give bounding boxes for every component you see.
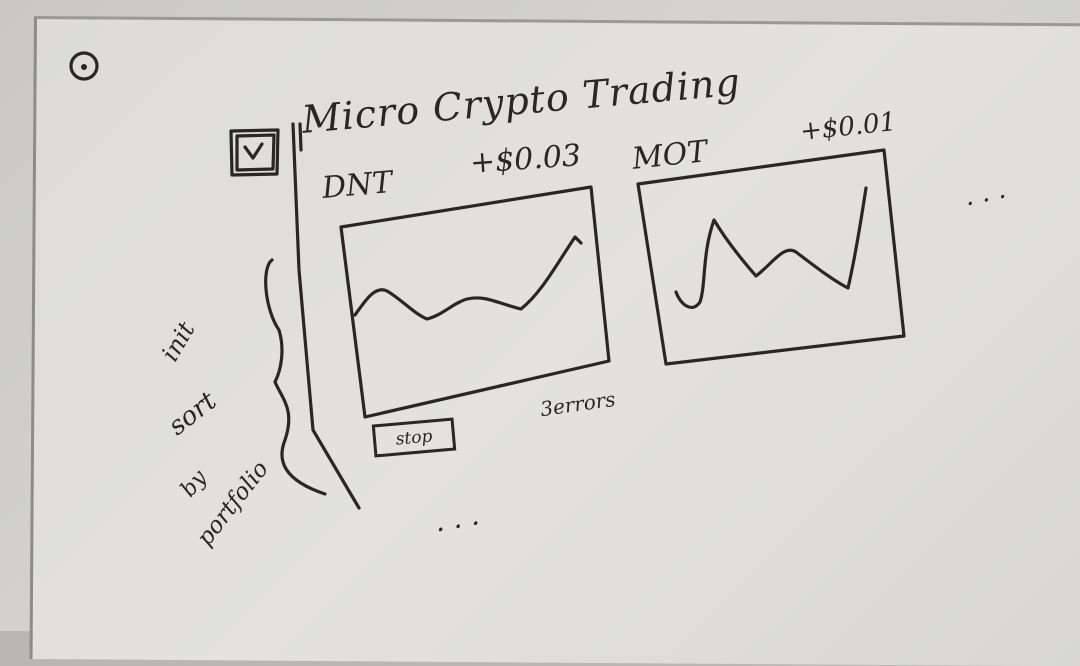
sparkline-dnt: [353, 235, 583, 321]
chart-mot[interactable]: [636, 144, 908, 368]
chart-frame-mot: [636, 148, 906, 366]
chart-dnt[interactable]: [335, 183, 617, 421]
sparkline-mot: [674, 186, 868, 309]
record-icon[interactable]: [67, 49, 101, 83]
chart-frame-dnt: [339, 185, 611, 419]
sidebar-divider: [264, 122, 361, 510]
checkbox-icon[interactable]: [228, 127, 280, 177]
